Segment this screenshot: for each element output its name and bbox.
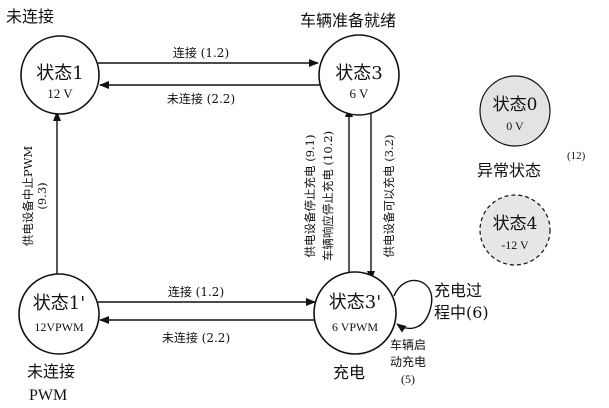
state-3-prime-voltage: 6 VPWM [332, 320, 378, 334]
label-supply-stop-line2: 车辆响应停止充电 (10.2) [321, 131, 335, 261]
caption-unconnected-pwm-line1: 未连接 [27, 362, 75, 381]
caption-charging-process-line2: 程中(6) [434, 303, 489, 322]
state-0-node: 状态0 0 V [479, 75, 551, 147]
state-3-node: 状态3 6 V [318, 34, 400, 116]
caption-vehicle-ready: 车辆准备就绪 [300, 11, 396, 30]
state-0-voltage: 0 V [506, 119, 524, 133]
state-1-prime-name: 状态1' [33, 293, 85, 314]
state-3-prime-node: 状态3' 6 VPWM [313, 271, 397, 355]
label-stop-pwm-line1: 供电设备中止PWM [21, 146, 35, 247]
caption-unconnected: 未连接 [6, 7, 54, 26]
caption-unconnected-pwm-line2: PWM [29, 387, 67, 404]
state-1-voltage: 12 V [47, 86, 73, 101]
label-vehicle-start-line3: (5) [401, 372, 415, 386]
caption-charging: 充电 [333, 363, 365, 382]
state-1-node: 状态1 12 V [20, 35, 100, 115]
state-4-node: 状态4 -12 V [479, 194, 551, 266]
state-3-prime-name: 状态3' [329, 292, 381, 313]
state-4-voltage: -12 V [501, 238, 529, 252]
label-vehicle-start-line2: 动充电 [390, 354, 426, 369]
state-4-name: 状态4 [493, 214, 538, 234]
label-disconnect-top: 未连接 (2.2) [167, 91, 235, 106]
label-connect-bottom: 连接 (1.2) [168, 284, 224, 299]
label-disconnect-bottom: 未连接 (2.2) [162, 330, 230, 345]
label-supply-stop-line1: 供电设备停止充电 (9.1) [303, 135, 317, 258]
label-stop-pwm-line2: (9.3) [35, 182, 49, 209]
label-can-charge: 供电设备可以充电 (3.2) [382, 135, 396, 258]
caption-charging-process-line1: 充电过 [434, 281, 482, 300]
state-3-voltage: 6 V [350, 86, 370, 101]
state-1-name: 状态1 [36, 63, 83, 84]
state-1-prime-voltage: 12VPWM [34, 320, 84, 334]
edge-self-loop-charging [393, 279, 433, 333]
caption-abnormal-ref: (12) [567, 150, 586, 162]
state-1-prime-node: 状态1' 12VPWM [18, 273, 100, 355]
caption-abnormal-state: 异常状态 [477, 161, 541, 180]
state-0-name: 状态0 [493, 95, 538, 115]
label-connect-top: 连接 (1.2) [173, 45, 229, 60]
state-3-name: 状态3 [335, 63, 382, 84]
label-vehicle-start-line1: 车辆启 [390, 337, 426, 352]
